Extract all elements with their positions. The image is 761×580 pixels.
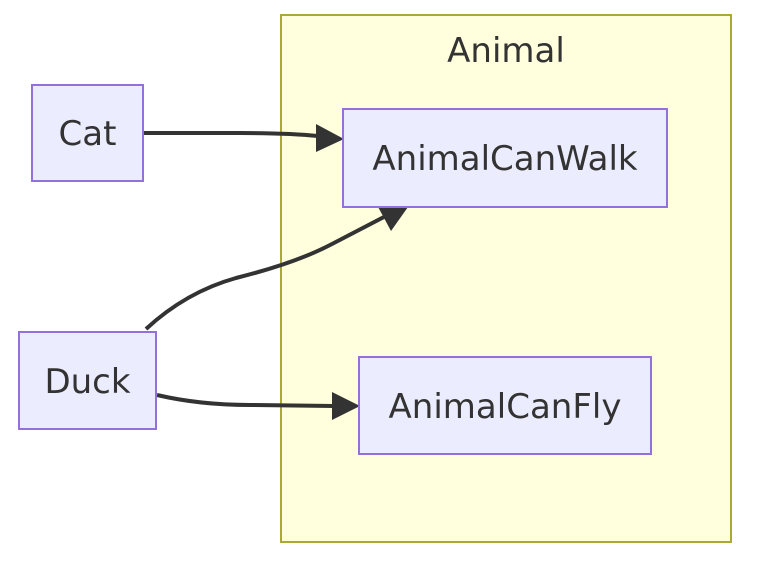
node-cat-box[interactable]	[31, 84, 144, 182]
edge-duck-to-animalcanwalk	[144, 215, 385, 331]
node-duck-box[interactable]	[18, 331, 157, 430]
node-duck[interactable]: Duck	[18, 331, 157, 430]
arrow-head-cat-to-animalcanwalk	[316, 124, 344, 152]
node-cat[interactable]: Cat	[31, 84, 144, 182]
arrow-head-duck-to-animalcanwalk	[377, 205, 408, 231]
arrow-head-duck-to-animalcanfly	[332, 392, 360, 420]
cluster-animal-label: Animal	[447, 31, 565, 71]
node-animalcanfly-label: AnimalCanFly	[389, 387, 622, 427]
cluster-animal: Animal	[280, 14, 732, 543]
node-animalcanwalk[interactable]: AnimalCanWalk	[342, 108, 668, 208]
node-animalcanfly-box[interactable]	[358, 356, 652, 455]
edge-duck-to-animalcanfly	[156, 393, 335, 408]
node-cat-label: Cat	[59, 114, 117, 154]
node-animalcanwalk-label: AnimalCanWalk	[372, 139, 638, 179]
cluster-animal-box	[280, 14, 732, 543]
node-duck-label: Duck	[44, 362, 130, 402]
node-animalcanwalk-box[interactable]	[342, 108, 668, 208]
edge-cat-to-animalcanwalk	[143, 131, 319, 138]
node-animalcanfly[interactable]: AnimalCanFly	[358, 356, 652, 455]
edges	[143, 124, 408, 420]
